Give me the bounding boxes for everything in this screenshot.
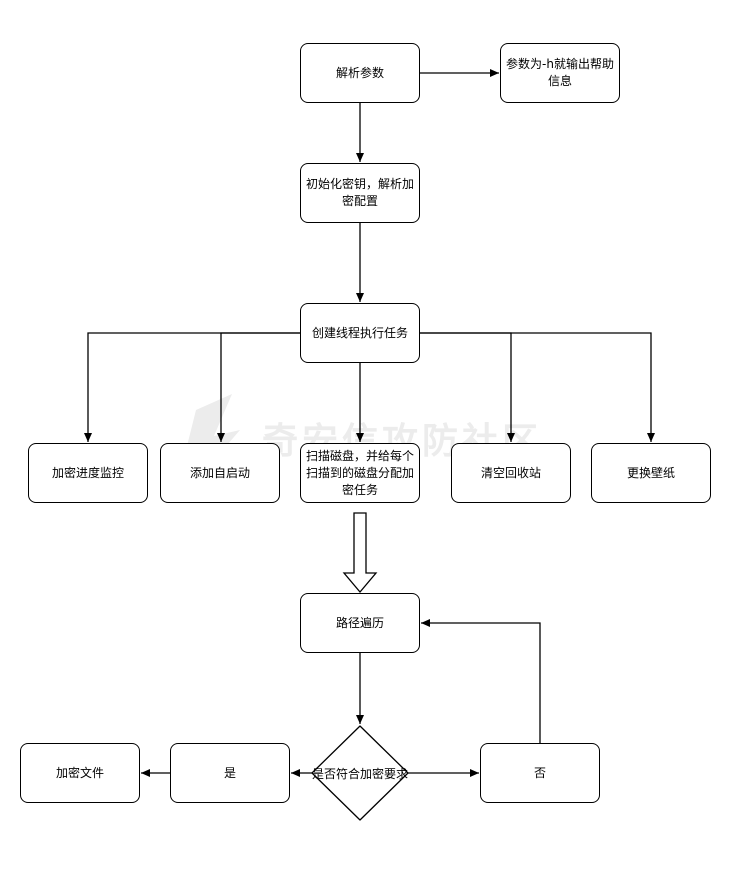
edge-threads-progress	[84, 332, 300, 442]
node-empty-recycle: 清空回收站	[451, 443, 571, 503]
node-encrypt-file: 加密文件	[20, 743, 140, 803]
node-parse-args: 解析参数	[300, 43, 420, 103]
node-decision-label: 是否符合加密要求	[312, 767, 409, 781]
node-no: 否	[480, 743, 600, 803]
decision-diamond	[311, 725, 409, 821]
node-change-wallpaper: 更换壁纸	[591, 443, 711, 503]
node-add-autostart: 添加自启动	[160, 443, 280, 503]
node-yes: 是	[170, 743, 290, 803]
edge-no-traverse	[421, 619, 541, 743]
node-help-info: 参数为-h就输出帮助信息	[500, 43, 620, 103]
edge-threads-wallpaper	[420, 332, 655, 442]
edge-threads-autostart	[217, 332, 300, 442]
node-encrypt-progress: 加密进度监控	[28, 443, 148, 503]
edge-threads-recycle	[420, 332, 515, 442]
node-scan-disks: 扫描磁盘，并给每个扫描到的磁盘分配加密任务	[300, 443, 420, 503]
node-create-threads: 创建线程执行任务	[300, 303, 420, 363]
block-arrow	[342, 512, 378, 594]
node-path-traverse: 路径遍历	[300, 593, 420, 653]
node-init-keys: 初始化密钥，解析加密配置	[300, 163, 420, 223]
